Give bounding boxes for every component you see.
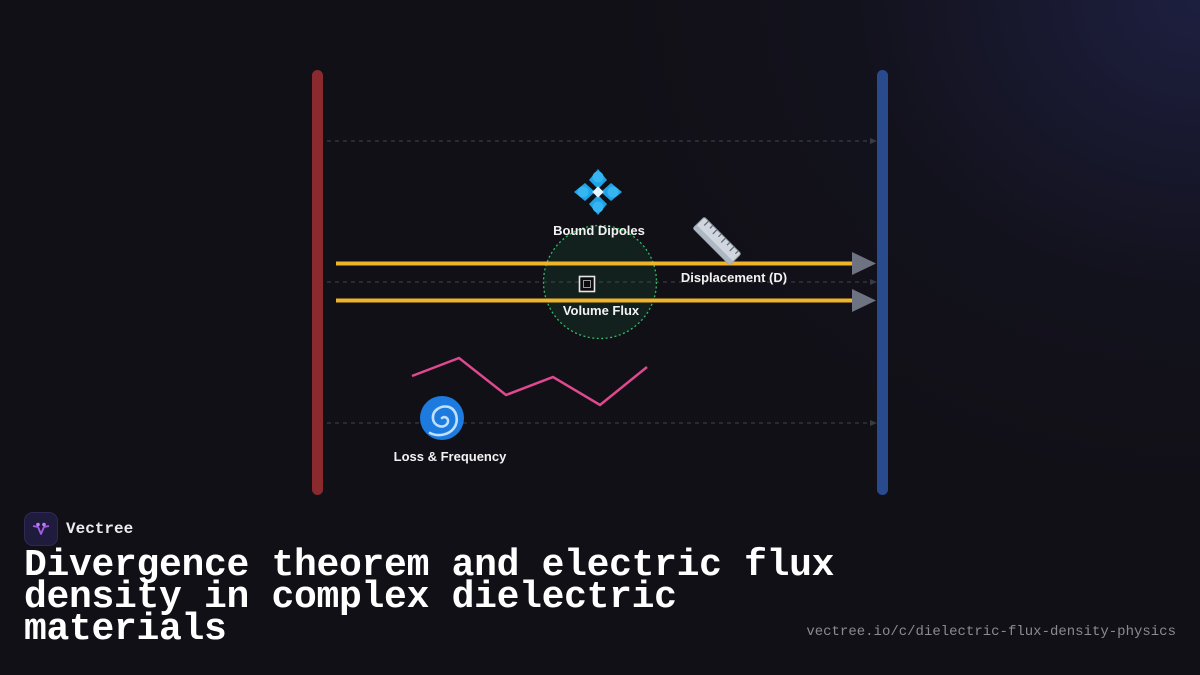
displacement-label: Displacement (D) (681, 270, 787, 285)
loss-frequency-label: Loss & Frequency (394, 449, 507, 464)
source-url[interactable]: vectree.io/c/dielectric-flux-density-phy… (806, 624, 1176, 640)
brand: Vectree (24, 512, 133, 546)
spiral-icon (420, 396, 464, 440)
guide-lines (327, 138, 877, 426)
flux-arrowhead-upper (852, 252, 876, 275)
brand-name: Vectree (66, 520, 134, 538)
page-title: Divergence theorem and electric flux den… (24, 544, 835, 651)
guide-arrow-top (870, 138, 877, 144)
guide-arrow-middle (870, 279, 877, 285)
guide-arrow-bottom (870, 420, 877, 426)
volume-flux-label: Volume Flux (563, 303, 640, 318)
left-plate (312, 70, 323, 495)
loss-wave (411, 356, 648, 407)
diamond-cluster-icon (574, 169, 622, 215)
ruler-icon (693, 217, 741, 265)
bound-dipoles-label: Bound Dipoles (553, 223, 645, 238)
flux-arrowhead-lower (852, 289, 876, 312)
vectree-logo-icon (24, 512, 58, 546)
gaussian-surface (542, 224, 658, 340)
right-plate (877, 70, 888, 495)
logo-mark (32, 522, 50, 535)
square-icon (578, 275, 596, 293)
